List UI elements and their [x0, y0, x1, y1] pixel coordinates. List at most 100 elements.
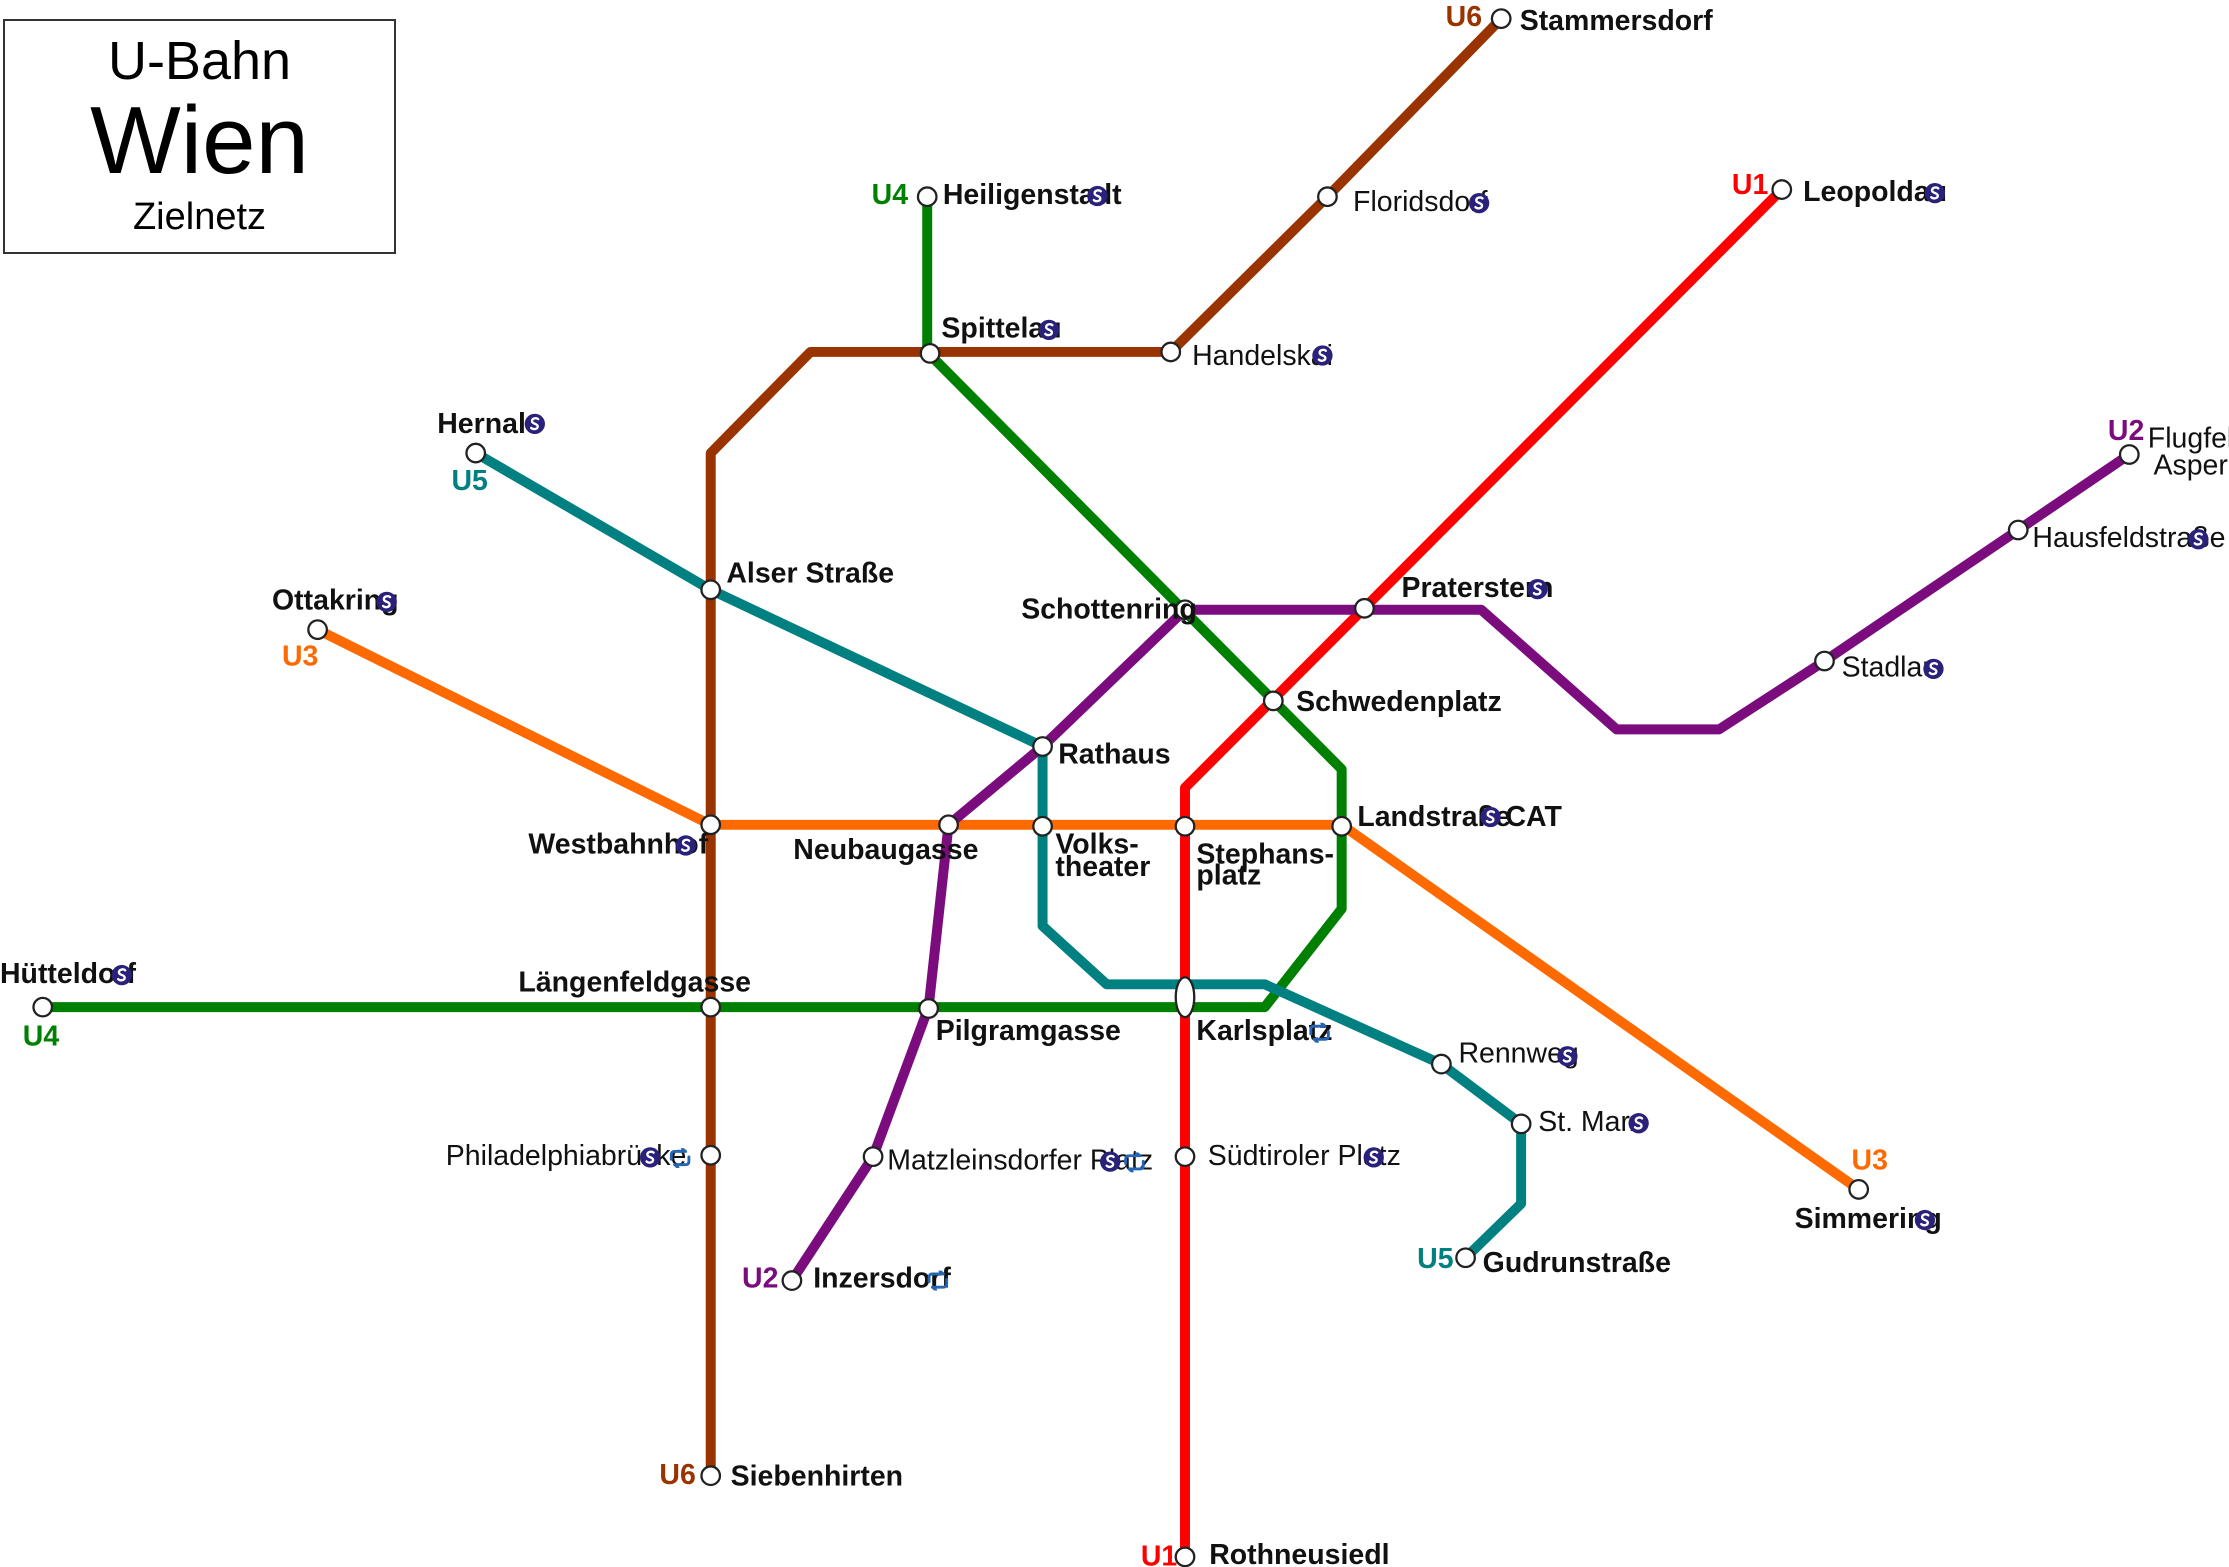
station-rothneusiedl[interactable]: [1174, 1546, 1196, 1567]
line-tag-u2-east: U2: [2108, 415, 2144, 447]
sbahn-icon: [1627, 1112, 1650, 1134]
station-neubaugasse[interactable]: [938, 814, 959, 836]
station-gudrunstrasse[interactable]: [1455, 1247, 1476, 1269]
station-alser-strasse[interactable]: [700, 579, 722, 601]
station-volkstheater[interactable]: [1032, 815, 1053, 837]
label-siebenhirten: Siebenhirten: [731, 1461, 903, 1493]
label-aspern: Aspern: [2154, 449, 2229, 481]
station-heiligenstadt[interactable]: [916, 186, 938, 208]
label-rothneusiedl: Rothneusiedl: [1209, 1539, 1389, 1567]
sbahn-icon: [1914, 1209, 1936, 1231]
sbahn-icon: [2187, 528, 2210, 550]
station-praterstern[interactable]: [1354, 597, 1375, 619]
label-st-marx: St. Marx: [1538, 1106, 1644, 1138]
line-tag-u3-east: U3: [1852, 1144, 1888, 1176]
label-hernals: Hernals: [437, 408, 541, 440]
label-leopoldau: Leopoldau: [1803, 176, 1947, 208]
route-U1: [1180, 186, 1786, 1557]
line-tag-u1-north: U1: [1732, 169, 1769, 201]
sbahn-icon: [675, 834, 697, 857]
station-schottenring[interactable]: [1174, 599, 1196, 621]
station-inzersdorf[interactable]: [781, 1270, 803, 1291]
route-U6: [705, 15, 1505, 1476]
station-stammersdorf[interactable]: [1490, 8, 1512, 30]
station-rathaus[interactable]: [1032, 736, 1053, 757]
sbahn-icon: [1099, 1150, 1121, 1173]
sbahn-icon: [376, 591, 398, 613]
station-spittelau[interactable]: [919, 342, 941, 364]
station-karlsplatz[interactable]: [1174, 976, 1196, 1019]
route-U2: [787, 450, 2133, 1284]
station-markers: [32, 8, 2140, 1567]
station-landstrasse[interactable]: [1331, 815, 1353, 837]
line-tag-u5-south: U5: [1417, 1243, 1454, 1275]
station-schwedenplatz[interactable]: [1262, 690, 1284, 712]
title-line-3: Zielnetz: [132, 196, 267, 238]
sbahn-icon: [1526, 578, 1549, 600]
label-laengenfeldgasse: Längenfeldgasse: [518, 966, 751, 998]
station-stadlau[interactable]: [1814, 650, 1835, 672]
label-alser-strasse: Alser Straße: [726, 558, 894, 590]
station-flugfeld-aspern[interactable]: [2118, 444, 2140, 465]
station-simmering[interactable]: [1848, 1179, 1870, 1200]
station-floridsdorf[interactable]: [1317, 186, 1338, 208]
sbahn-icon: [1468, 192, 1490, 214]
label-pilgramgasse: Pilgramgasse: [936, 1015, 1121, 1047]
station-matzleinsdorfer-platz[interactable]: [862, 1146, 884, 1168]
line-tag-u6-south: U6: [659, 1459, 695, 1491]
sbahn-icon: [1479, 806, 1502, 828]
station-westbahnhof[interactable]: [700, 814, 722, 836]
station-rennweg[interactable]: [1430, 1053, 1452, 1075]
sbahn-icon: [111, 964, 133, 986]
label-floridsdorf: Floridsdorf: [1353, 186, 1488, 218]
station-laengenfeldgasse[interactable]: [700, 996, 722, 1018]
station-handelskai[interactable]: [1160, 341, 1182, 363]
line-tag-u6-north: U6: [1446, 1, 1482, 33]
sbahn-icon: [1363, 1146, 1385, 1169]
station-labels: Stammersdorf Heiligenstadt Floridsdorf L…: [0, 5, 2229, 1567]
route-U4: [42, 196, 1347, 1013]
station-siebenhirten[interactable]: [700, 1465, 722, 1487]
label-rathaus: Rathaus: [1058, 739, 1170, 771]
line-tag-u5-west: U5: [451, 465, 488, 497]
sbahn-icon: [1086, 185, 1109, 207]
title-line-1: U-Bahn: [107, 31, 292, 91]
station-hernals[interactable]: [465, 442, 487, 464]
station-ottakring[interactable]: [307, 619, 329, 641]
label-gudrunstrasse: Gudrunstraße: [1483, 1247, 1671, 1279]
label-cat: CAT: [1505, 801, 1562, 833]
station-pilgramgasse[interactable]: [918, 998, 940, 1019]
station-huetteldorf[interactable]: [32, 996, 54, 1018]
label-schwedenplatz: Schwedenplatz: [1296, 686, 1502, 718]
title-line-2: Wien: [90, 87, 309, 194]
label-stammersdorf: Stammersdorf: [1520, 5, 1714, 37]
station-philadelphiabruecke[interactable]: [700, 1144, 722, 1166]
station-leopoldau[interactable]: [1771, 179, 1793, 200]
line-tag-u4-north: U4: [872, 179, 909, 211]
label-inzersdorf: Inzersdorf: [813, 1263, 951, 1295]
map-title-box: U-Bahn Wien Zielnetz: [3, 19, 396, 254]
route-U3: [315, 625, 1862, 1194]
station-stephansplatz[interactable]: [1174, 815, 1196, 837]
sbahn-icon: [1556, 1045, 1579, 1067]
sbahn-icon: [524, 413, 546, 435]
label-stadlau: Stadlau: [1842, 652, 1939, 684]
station-st-marx[interactable]: [1510, 1113, 1532, 1135]
line-tag-u2-south: U2: [742, 1263, 778, 1295]
line-tags: U6 U4 U1 U2 U5 U3 U4 U6 U2 U5 U3 U1: [23, 1, 2145, 1567]
sbahn-icon: [1922, 658, 1945, 680]
label-neubaugasse: Neubaugasse: [793, 834, 978, 866]
sbahn-icon: [639, 1146, 661, 1169]
station-hausfeldstrasse[interactable]: [2007, 519, 2029, 541]
station-suedtiroler-platz[interactable]: [1174, 1146, 1196, 1168]
line-tag-u4-west: U4: [23, 1021, 60, 1053]
label-schottenring: Schottenring: [1021, 593, 1197, 625]
line-tag-u3-west: U3: [282, 640, 318, 672]
label-platz: platz: [1196, 860, 1261, 892]
line-routes: [42, 15, 2133, 1557]
sbahn-icon: [1311, 344, 1334, 367]
label-stephans: Stephans-: [1196, 838, 1334, 870]
label-handelskai: Handelskai: [1192, 340, 1333, 372]
label-flugfeld: Flugfeld: [2148, 422, 2229, 454]
